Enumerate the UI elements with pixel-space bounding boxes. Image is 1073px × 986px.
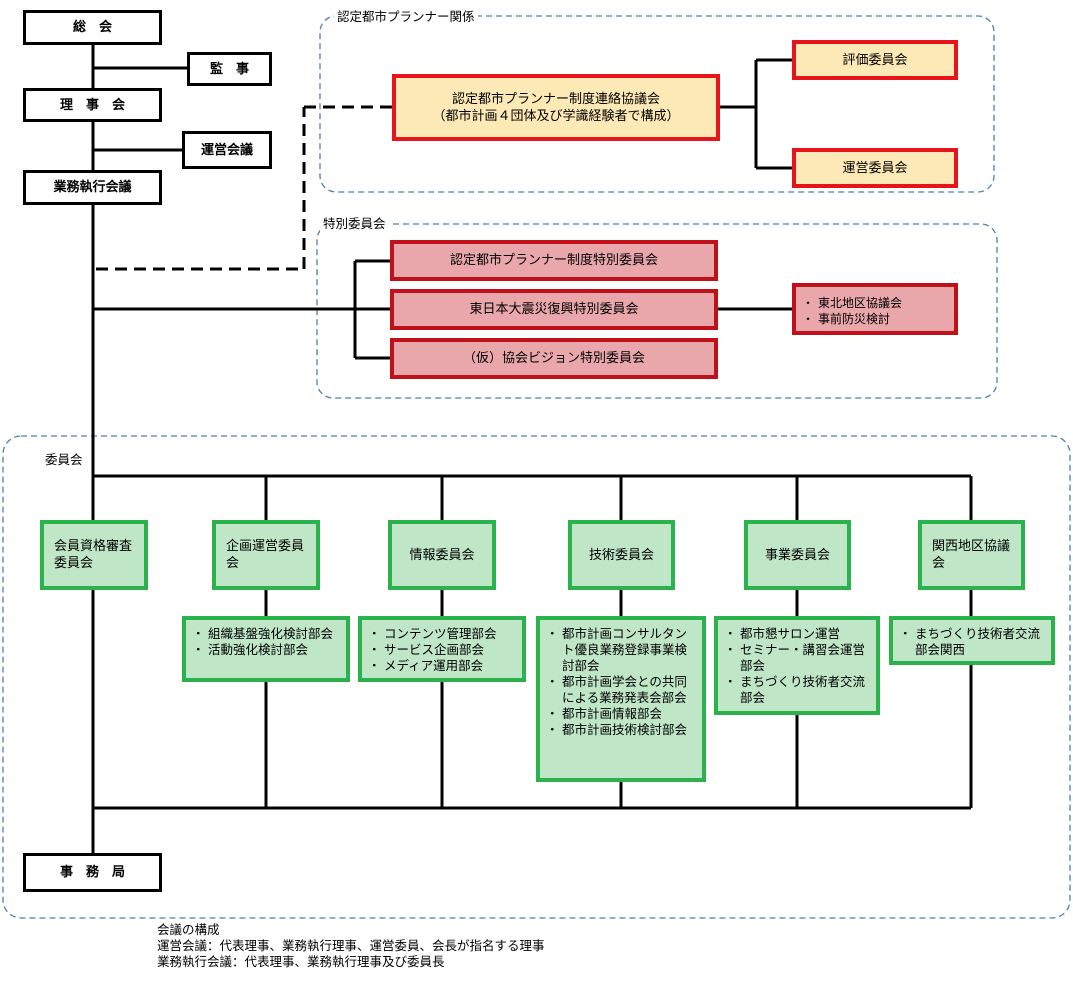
list-item: 事前防災検討 — [802, 311, 902, 327]
business-subgroup-box: 都市懇サロン運営 セミナー・講習会運営部会 まちづくり技術者交流部会 — [714, 616, 880, 715]
board-box: 理 事 会 — [23, 88, 162, 122]
committee-information: 情報委員会 — [388, 520, 496, 590]
special-committee-reconstruction-label: 東日本大震災復興特別委員会 — [469, 302, 639, 317]
list-item: セミナー・講習会運営部会 — [724, 642, 870, 674]
committee-membership-label: 会員資格審査委員会 — [54, 539, 133, 571]
special-committee-vision: （仮）協会ビジョン特別委員会 — [390, 338, 718, 379]
list-item: 都市計画学会との共同による業務発表会部会 — [546, 674, 696, 706]
list-item: 都市計画技術検討部会 — [546, 722, 696, 738]
committee-kansai: 関西地区協議会 — [918, 520, 1025, 590]
operation-committee-box: 運営委員会 — [792, 148, 958, 188]
notes-operations: 運営会議：代表理事、業務執行理事、運営委員、会長が指名する理事 — [157, 938, 545, 953]
special-committee-planner-label: 認定都市プランナー制度特別委員会 — [449, 253, 658, 268]
auditor-label: 監 事 — [209, 61, 249, 77]
committee-technology: 技術委員会 — [568, 520, 675, 590]
planner-council-box: 認定都市プランナー制度連絡協議会 （都市計画４団体及び学識経験者で構成） — [392, 74, 720, 141]
committee-planning-label: 企画運営委員会 — [226, 539, 305, 571]
committee-group-label: 委員会 — [42, 452, 86, 468]
general-assembly-label: 総 会 — [72, 20, 112, 35]
planner-council-title: 認定都市プランナー制度連絡協議会 — [451, 91, 660, 107]
secretariat-box: 事 務 局 — [23, 853, 162, 892]
kansai-subgroup-box: まちづくり技術者交流部会関西 — [889, 616, 1055, 665]
secretariat-label: 事 務 局 — [59, 865, 125, 880]
evaluation-committee-label: 評価委員会 — [842, 52, 908, 68]
operations-meeting-box: 運営会議 — [182, 131, 272, 169]
special-committee-planner: 認定都市プランナー制度特別委員会 — [390, 240, 718, 281]
planner-group-label: 認定都市プランナー関係 — [334, 9, 478, 25]
list-item: まちづくり技術者交流部会関西 — [899, 626, 1045, 658]
list-item: メディア運用部会 — [368, 658, 497, 674]
list-item: 都市懇サロン運営 — [724, 626, 870, 642]
list-item: 東北地区協議会 — [802, 295, 902, 311]
planning-subgroup-box: 組織基盤強化検討部会 活動強化検討部会 — [182, 616, 350, 682]
special-committee-vision-label: （仮）協会ビジョン特別委員会 — [462, 351, 645, 366]
list-item: 都市計画コンサルタント優良業務登録事業検討部会 — [546, 626, 696, 674]
special-committee-reconstruction: 東日本大震災復興特別委員会 — [390, 289, 718, 330]
executive-meeting-box: 業務執行会議 — [23, 170, 162, 205]
committee-planning: 企画運営委員会 — [212, 520, 320, 590]
operation-committee-label: 運営委員会 — [842, 160, 908, 176]
list-item: 組織基盤強化検討部会 — [192, 626, 333, 642]
executive-meeting-label: 業務執行会議 — [53, 180, 132, 195]
list-item: コンテンツ管理部会 — [368, 626, 497, 642]
notes-title: 会議の構成 — [157, 922, 220, 937]
operations-meeting-label: 運営会議 — [200, 142, 253, 158]
special-group-label: 特別委員会 — [320, 216, 389, 232]
committee-business-label: 事業委員会 — [764, 547, 830, 563]
list-item: まちづくり技術者交流部会 — [724, 674, 870, 706]
evaluation-committee-box: 評価委員会 — [792, 40, 958, 80]
board-label: 理 事 会 — [59, 97, 125, 113]
list-item: 都市計画情報部会 — [546, 706, 696, 722]
meeting-notes: 会議の構成 運営会議：代表理事、業務執行理事、運営委員、会長が指名する理事 業務… — [157, 922, 545, 970]
committee-membership: 会員資格審査委員会 — [40, 520, 148, 590]
technology-subgroup-box: 都市計画コンサルタント優良業務登録事業検討部会 都市計画学会との共同による業務発… — [536, 616, 706, 782]
committee-business: 事業委員会 — [744, 520, 851, 590]
committee-information-label: 情報委員会 — [409, 547, 475, 563]
committee-kansai-label: 関西地区協議会 — [932, 539, 1011, 571]
committee-technology-label: 技術委員会 — [588, 547, 654, 563]
list-item: 活動強化検討部会 — [192, 642, 333, 658]
planner-council-members: （都市計画４団体及び学識経験者で構成） — [432, 108, 680, 124]
list-item: サービス企画部会 — [368, 642, 497, 658]
tohoku-subgroup-box: 東北地区協議会 事前防災検討 — [792, 283, 958, 335]
general-assembly-box: 総 会 — [23, 10, 162, 45]
notes-executive: 業務執行会議：代表理事、業務執行理事及び委員長 — [157, 954, 445, 969]
auditor-box: 監 事 — [187, 52, 272, 86]
information-subgroup-box: コンテンツ管理部会 サービス企画部会 メディア運用部会 — [358, 616, 526, 682]
